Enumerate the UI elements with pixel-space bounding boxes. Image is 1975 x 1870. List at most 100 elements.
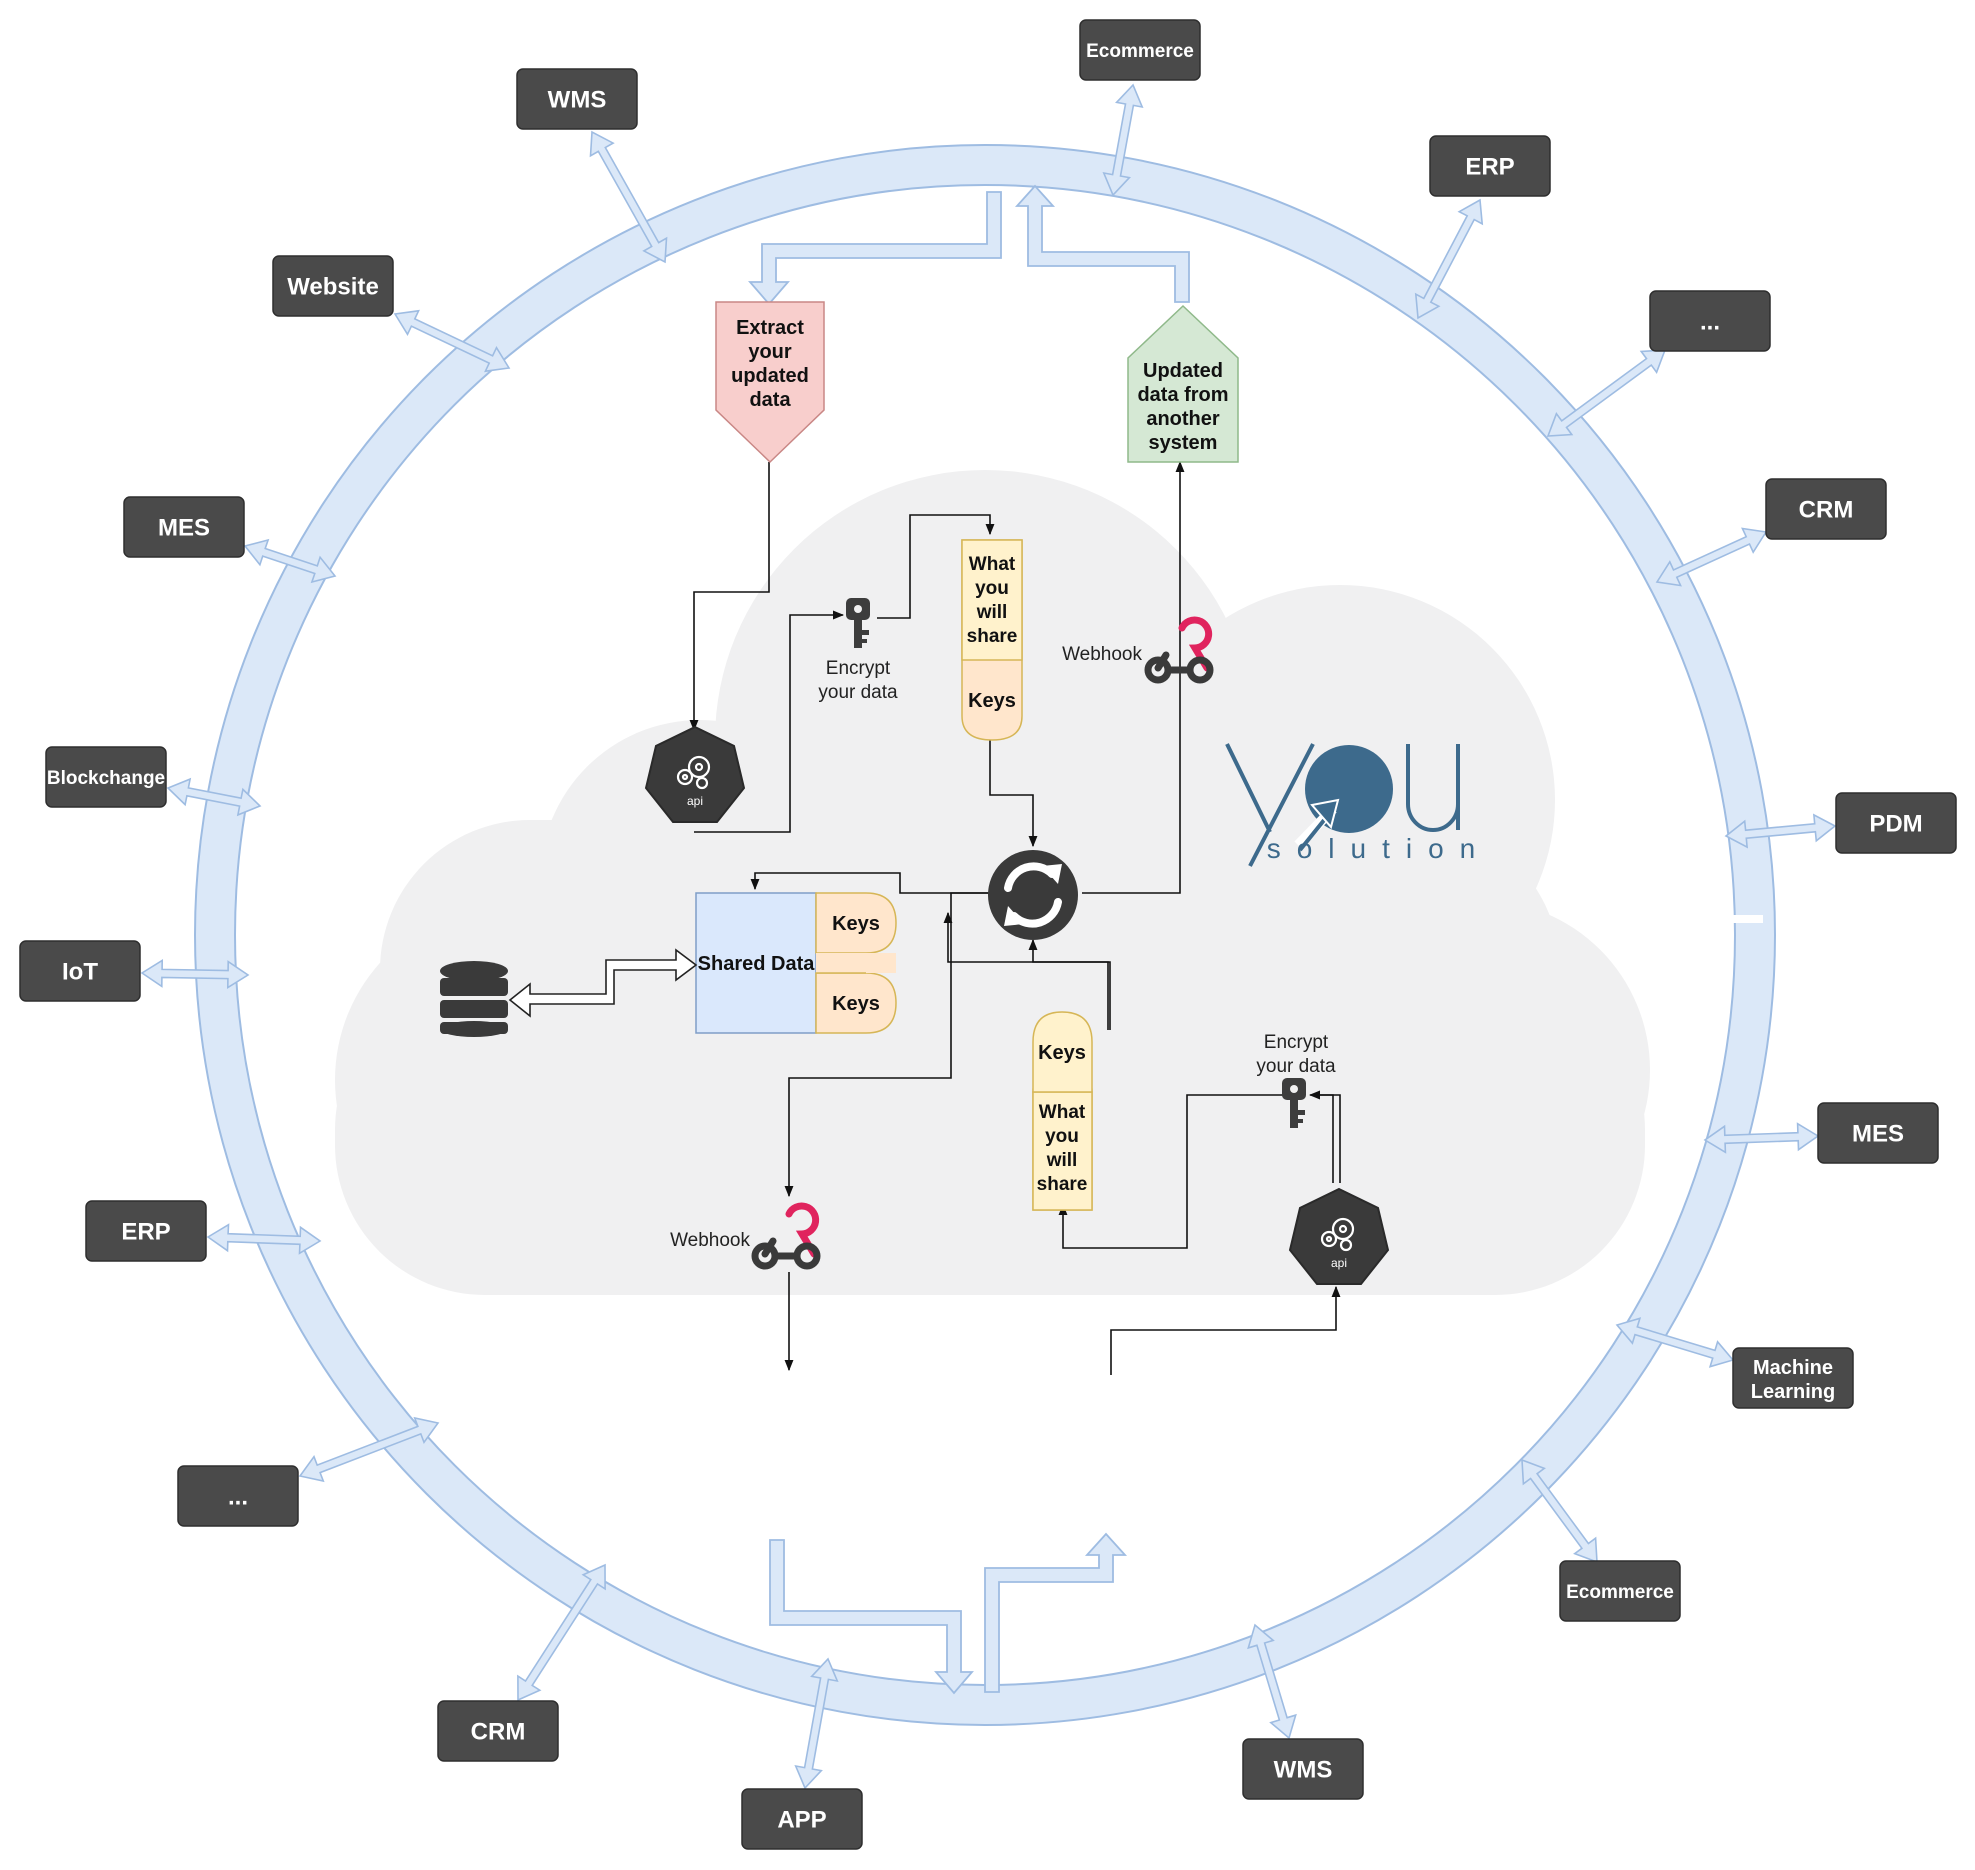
system-app[interactable]: APP [741,1788,863,1850]
share-bottom-line1: What [1039,1102,1086,1123]
system-label: APP [777,1807,826,1834]
system-box[interactable] [1242,1738,1364,1800]
connector-app [794,1657,839,1790]
connector-iot [140,958,250,990]
system-box[interactable] [1835,792,1957,854]
system-label: ... [1700,309,1720,336]
flow-connectors [689,460,1341,1375]
connector-wms-top [589,130,668,264]
system-label: PDM [1869,811,1922,838]
updated-top-line4: system [1149,432,1218,454]
updated-data-top: Updated data from another system [1127,304,1239,463]
encrypt-bottom-line1: Encrypt [1264,1032,1329,1053]
system-box[interactable] [177,1465,299,1527]
key-icon [846,598,870,648]
system-label: WMS [1274,1757,1333,1784]
connector-erp-left [206,1223,322,1255]
database-icon [440,961,508,1037]
ring-connectors [140,83,1837,1790]
encrypt-bottom: Encrypt your data [1256,1032,1336,1128]
system-box[interactable] [1079,19,1201,81]
webhook-icon [1144,616,1214,684]
system-box[interactable] [1732,1347,1854,1409]
system-box[interactable] [1559,1560,1681,1622]
system-label: Blockchange [47,768,165,789]
connector-pdm [1724,813,1837,849]
encrypt-top: Encrypt your data [818,598,898,703]
system-erp-top[interactable]: ERP [1429,135,1551,197]
extract-top-line4: data [749,389,791,411]
connector-machine-learning [1615,1317,1735,1368]
gear-icon [676,755,711,790]
system-label: ERP [121,1219,170,1246]
system-label: CRM [1799,497,1854,524]
system-label: Website [287,274,379,301]
webhook-bottom: Webhook [670,1202,821,1270]
system-website[interactable]: Website [272,255,394,317]
system-box[interactable] [1765,478,1887,540]
system-label: WMS [548,87,607,114]
extract-top-line1: Extract [736,317,804,339]
cloud-background [335,470,1650,1295]
system-ellipsis-left[interactable]: ... [177,1465,299,1527]
extract-data-top: Extract your updated data [715,301,825,464]
system-blockchange[interactable]: Blockchange [45,746,167,808]
system-wms-bottom[interactable]: WMS [1242,1738,1364,1800]
system-crm-right[interactable]: CRM [1765,478,1887,540]
system-label: IoT [62,959,98,986]
system-box[interactable] [1649,290,1771,352]
connector-ellipsis-left [298,1416,440,1483]
system-erp-left[interactable]: ERP [85,1200,207,1262]
encrypt-top-line2: your data [818,682,898,703]
system-wms-top[interactable]: WMS [516,68,638,130]
logo-subtitle: solution [1267,833,1492,864]
system-box[interactable] [45,746,167,808]
system-box[interactable] [1817,1102,1939,1164]
system-ecommerce-bottom[interactable]: Ecommerce [1559,1560,1681,1622]
system-iot[interactable]: IoT [19,940,141,1002]
system-box[interactable] [19,940,141,1002]
webhook-icon [751,1202,821,1270]
shared-keys-2: Keys [832,993,880,1015]
database-link-arrow [508,948,698,1018]
updated-top-line2: data from [1137,384,1228,406]
system-label: MES [158,515,210,542]
system-label: ... [228,1484,248,1511]
share-bottom-line2: you [1045,1126,1079,1147]
webhook-bottom-label: Webhook [670,1230,750,1251]
system-box[interactable] [516,68,638,130]
connector-ecommerce-bottom [1521,1458,1598,1564]
system-box[interactable] [85,1200,207,1262]
share-block-top: What you will share Keys [961,539,1023,741]
share-top-line3: will [976,602,1008,623]
system-box[interactable] [123,496,245,558]
connector-wms-bottom [1247,1623,1297,1740]
share-bottom-line3: will [1046,1150,1078,1171]
system-box[interactable] [437,1700,559,1762]
system-box[interactable] [272,255,394,317]
share-top-line4: share [967,626,1018,647]
shared-keys-1: Keys [832,913,880,935]
connector-crm-right [1655,527,1768,587]
system-crm-bottom[interactable]: CRM [437,1700,559,1762]
system-label: MES [1852,1121,1904,1148]
encrypt-top-line1: Encrypt [826,658,891,679]
webhook-top-label: Webhook [1062,644,1142,665]
system-box[interactable] [1429,135,1551,197]
system-box[interactable] [741,1788,863,1850]
system-mes-left[interactable]: MES [123,496,245,558]
system-mes-right[interactable]: MES [1817,1102,1939,1164]
system-pdm[interactable]: PDM [1835,792,1957,854]
connector-ecommerce-top [1102,83,1144,197]
share-bottom-line4: share [1037,1174,1088,1195]
share-top-line2: you [975,578,1009,599]
connector-website [393,309,511,373]
connector-blockchange [166,777,262,817]
system-ecommerce-top[interactable]: Ecommerce [1079,19,1201,81]
sync-hub [988,850,1078,940]
encrypt-bottom-line2: your data [1256,1056,1336,1077]
system-ellipsis-right[interactable]: ... [1649,290,1771,352]
connector-ellipsis-right [1546,349,1667,437]
